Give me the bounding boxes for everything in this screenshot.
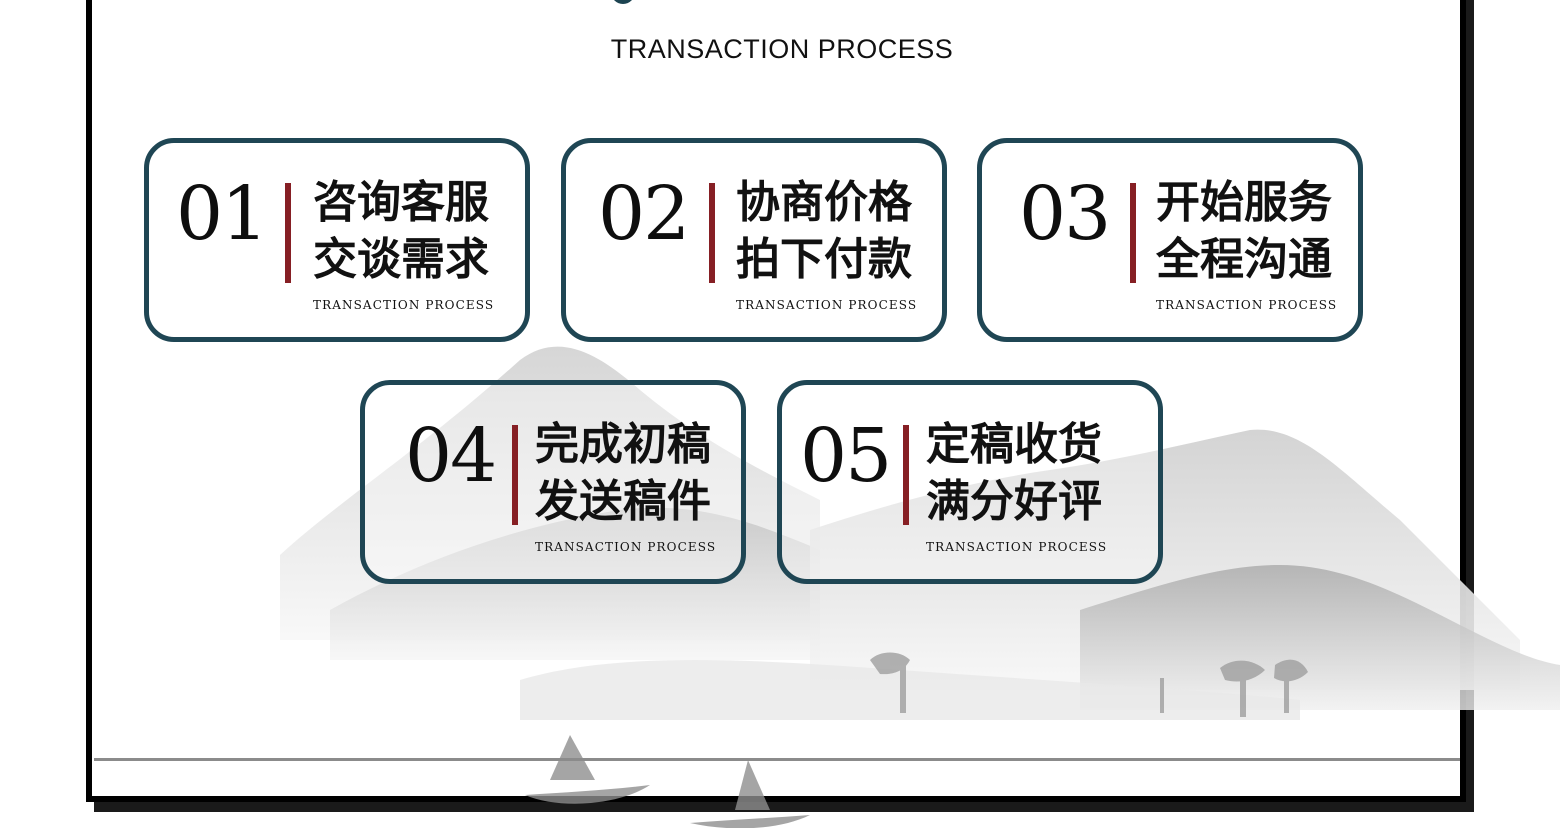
step-card-01: 01 咨询客服 交谈需求 TRANSACTION PROCESS [144,138,530,342]
step-title: 协商价格 [736,177,912,228]
accent-bar [1130,183,1136,283]
divider-line [94,758,1460,761]
step-subtitle: 满分好评 [926,476,1102,527]
step-tag: TRANSACTION PROCESS [926,540,1108,554]
step-card-04: 04 完成初稿 发送稿件 TRANSACTION PROCESS [360,380,746,584]
step-title: 定稿收货 [926,419,1102,470]
accent-bar [512,425,518,525]
step-subtitle: 全程沟通 [1156,234,1332,285]
step-tag: TRANSACTION PROCESS [313,298,495,312]
step-number: 05 [800,413,892,499]
step-number: 01 [176,171,268,257]
section-title: TRANSACTION PROCESS [610,34,954,64]
step-title: 开始服务 [1156,177,1332,228]
step-tag: TRANSACTION PROCESS [535,540,717,554]
step-tag: TRANSACTION PROCESS [736,298,918,312]
step-subtitle: 交谈需求 [313,234,489,285]
accent-bar [285,183,291,283]
step-number: 03 [1019,171,1111,257]
step-card-02: 02 协商价格 拍下付款 TRANSACTION PROCESS [561,138,947,342]
step-title: 完成初稿 [535,419,711,470]
step-card-05: 05 定稿收货 满分好评 TRANSACTION PROCESS [777,380,1163,584]
step-title: 咨询客服 [313,177,489,228]
step-number: 04 [405,413,497,499]
accent-bar [903,425,909,525]
accent-bar [709,183,715,283]
step-number: 02 [598,171,690,257]
outer-frame [86,0,1466,802]
dot-icon [611,0,635,4]
step-card-03: 03 开始服务 全程沟通 TRANSACTION PROCESS [977,138,1363,342]
step-tag: TRANSACTION PROCESS [1156,298,1338,312]
step-subtitle: 拍下付款 [736,234,912,285]
step-subtitle: 发送稿件 [535,476,711,527]
